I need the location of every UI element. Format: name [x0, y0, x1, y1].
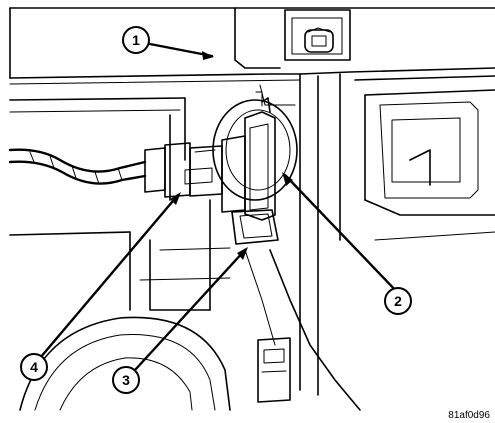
harness-connector: [144, 142, 223, 198]
mounting-grommet: [212, 99, 298, 201]
left-lower-panel: [9, 97, 231, 311]
panel-clip: [304, 27, 334, 53]
arrowhead-1: [202, 51, 214, 60]
callout-1-label: 1: [132, 32, 140, 48]
right-bracket: [354, 75, 495, 241]
callout-3-label: 3: [122, 372, 130, 388]
arrowhead-2: [282, 172, 293, 186]
callout-2: 2: [384, 287, 412, 315]
wire-harness: [8, 148, 147, 185]
callout-3: 3: [112, 366, 140, 394]
upper-trim-panel: [9, 7, 495, 85]
round-housing: [19, 316, 231, 411]
callout-2-label: 2: [394, 293, 402, 309]
callout-1: 1: [122, 26, 150, 54]
arrowhead-3: [237, 247, 248, 260]
frame-rails: [244, 73, 361, 411]
sensor-body: [221, 91, 279, 245]
lower-terminal-block: [257, 337, 291, 403]
callout-4-label: 4: [30, 359, 38, 375]
leader-lines: [38, 42, 402, 372]
arrowhead-4: [170, 192, 181, 205]
figure-id: 81af0d96: [448, 410, 490, 421]
callout-4: 4: [20, 353, 48, 381]
